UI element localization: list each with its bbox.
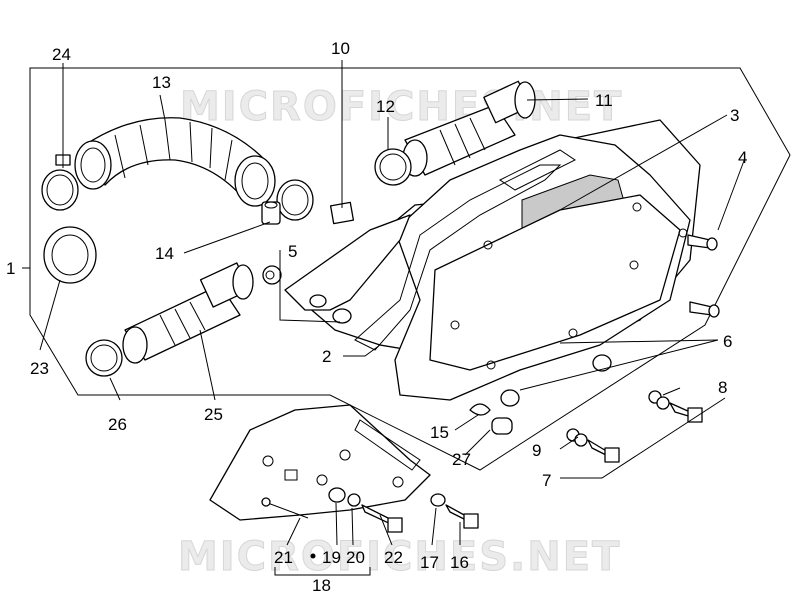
callout-14: 14 — [155, 244, 174, 263]
callout-20: 20 — [346, 548, 365, 567]
callout-13: 13 — [152, 73, 171, 92]
screw-4 — [687, 234, 720, 318]
clip-10 — [329, 201, 355, 225]
callout-7: 7 — [542, 471, 551, 490]
watermark-top: MICROFICHES.NET — [180, 84, 623, 130]
hose-clamp-2 — [276, 179, 314, 221]
callout-15: 15 — [430, 423, 449, 442]
bracket-18 — [209, 404, 431, 521]
screw-22 — [361, 504, 403, 533]
callout-5: 5 — [288, 242, 297, 261]
callout-3: 3 — [730, 106, 739, 125]
intake-tube-25 — [122, 262, 254, 364]
callout-6: 6 — [723, 332, 732, 351]
callout-9: 9 — [532, 441, 541, 460]
callout-27: 27 — [452, 450, 471, 469]
bolt-8 — [648, 390, 703, 423]
clip-15 — [469, 403, 491, 416]
assembly-boundary — [29, 67, 791, 471]
watermark-bottom: MICROFICHES.NET — [178, 534, 621, 580]
grommet-5 — [262, 265, 282, 285]
callout-10: 10 — [331, 39, 350, 58]
callout-12: 12 — [376, 97, 395, 116]
intake-hose — [74, 117, 276, 207]
callout-23: 23 — [30, 359, 49, 378]
bolt-16 — [445, 504, 479, 529]
intake-tube-11 — [402, 80, 536, 177]
hose-clamp-24 — [41, 154, 79, 211]
callout-24: 24 — [52, 45, 71, 64]
callout-2: 2 — [322, 347, 331, 366]
callout-17: 17 — [420, 553, 439, 572]
bolt-7 — [566, 428, 620, 463]
spacer-6 — [592, 354, 612, 372]
washer-20 — [347, 493, 361, 507]
callout-19: 19 — [322, 548, 341, 567]
rubber-ring-23 — [43, 226, 97, 284]
leader-lines — [22, 60, 746, 576]
callout-11: 11 — [595, 91, 613, 110]
cap-27 — [491, 417, 513, 435]
callout-8: 8 — [718, 378, 727, 397]
callout-26: 26 — [108, 415, 127, 434]
callout-21: 21 — [274, 548, 293, 567]
callout-1: 1 — [6, 259, 15, 278]
hose-clamp-12 — [374, 148, 412, 186]
callout-25: 25 — [204, 405, 223, 424]
washer-17 — [430, 493, 446, 507]
callout-22: 22 — [384, 548, 403, 567]
spacer-9 — [500, 389, 520, 407]
spacer-14 — [261, 201, 281, 225]
callout-4: 4 — [738, 148, 747, 167]
hose-clamp-26 — [85, 339, 123, 377]
air-filter-housing — [284, 119, 701, 401]
washer-19 — [328, 487, 346, 503]
gasket — [354, 164, 562, 351]
rivet-21 — [261, 497, 309, 519]
callout-18: 18 — [312, 576, 331, 595]
callout-16: 16 — [450, 553, 469, 572]
